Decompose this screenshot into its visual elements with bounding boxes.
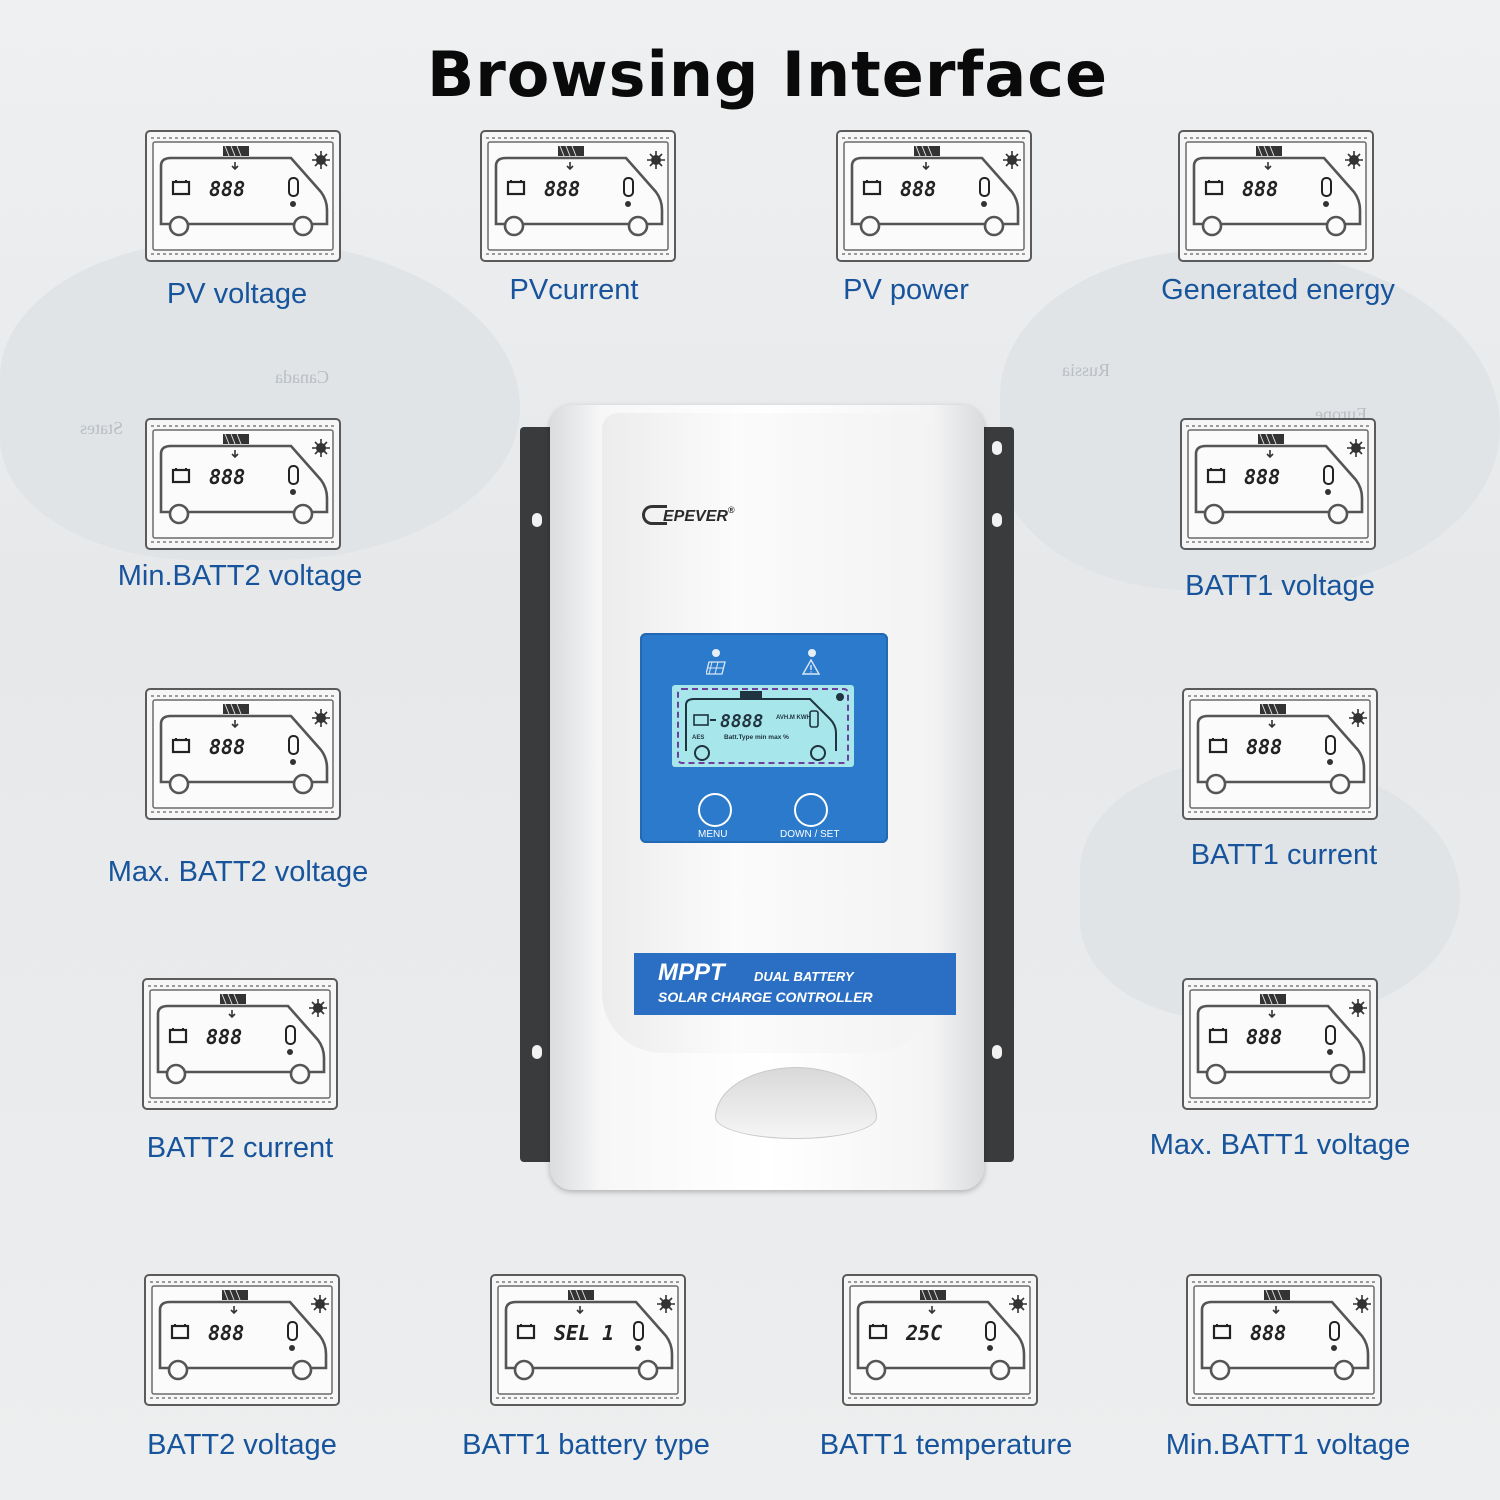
lcd-screen-preview: 888 [145,418,341,550]
screen-readout: 888 [208,1321,244,1345]
lcd-screen-preview: 888 [1182,688,1378,820]
lcd-screen-preview: 888 [145,688,341,820]
screen-label: BATT2 current [146,1132,334,1164]
screen-label: Min.BATT2 voltage [117,560,363,592]
mount-hole [992,1045,1002,1059]
screen-label: BATT1 battery type [462,1429,710,1461]
screen-readout: 888 [544,177,580,201]
mount-hole [992,441,1002,455]
fault-indicator-led [808,649,816,657]
solar-panel-icon [706,661,726,675]
brand-logo: EPEVER® [642,505,735,526]
lcd-screen-preview: 888 [1180,418,1376,550]
lcd-screen-preview: 888 [1186,1274,1382,1406]
lcd-screen-preview: 888 [836,130,1032,262]
lcd-footer: Batt.Type min max % [724,734,789,741]
screen-readout: 888 [1246,1025,1282,1049]
page-title: Browsing Interface [426,38,1109,111]
mount-hole [532,513,542,527]
screen-label: Generated energy [1161,274,1395,306]
screen-readout: 888 [1246,735,1282,759]
down-set-button-label: DOWN / SET [780,829,840,840]
screen-label: PV voltage [166,278,308,310]
screen-readout: 888 [1250,1321,1286,1345]
map-label: Canada [275,367,329,387]
product-band: MPPT DUAL BATTERY SOLAR CHARGE CONTROLLE… [634,953,956,1015]
screen-readout: 888 [209,735,245,759]
lcd-screen-preview: 888 [1182,978,1378,1110]
screen-readout: 888 [1244,465,1280,489]
screen-readout: 888 [206,1025,242,1049]
down-set-button[interactable] [794,793,828,827]
screen-readout: 888 [209,465,245,489]
map-label: States [80,418,123,438]
pv-indicator-led [712,649,720,657]
controller-body: EPEVER® 8888 AVH.M KWH Batt.Type [550,405,984,1190]
map-label: Russia [1062,360,1111,380]
cover-grip [715,1067,877,1139]
mount-hole [532,1045,542,1059]
screen-label: PVcurrent [509,274,639,306]
menu-button-label: MENU [698,829,728,840]
lcd-screen-preview: 25C [842,1274,1038,1406]
lcd-screen-preview: SEL 1 [490,1274,686,1406]
lcd-screen-preview: 888 [142,978,338,1110]
screen-label: BATT2 voltage [147,1429,337,1461]
lcd-display: 8888 AVH.M KWH Batt.Type min max % AES [672,685,854,767]
lcd-screen-preview: 888 [145,130,341,262]
screen-label: Max. BATT1 voltage [1149,1129,1411,1161]
mount-hole [992,513,1002,527]
screen-label: BATT1 voltage [1185,570,1375,602]
screen-readout: 888 [1242,177,1278,201]
screen-readout: 25C [905,1321,942,1345]
screen-label: BATT1 temperature [819,1429,1073,1461]
lcd-screen-preview: 888 [1178,130,1374,262]
menu-button[interactable] [698,793,732,827]
screen-label: Max. BATT2 voltage [107,856,369,888]
screen-readout: 888 [900,177,936,201]
band-line2: SOLAR CHARGE CONTROLLER [658,989,873,1005]
screen-label: Min.BATT1 voltage [1165,1429,1411,1461]
band-title: MPPT [658,959,725,986]
control-panel: 8888 AVH.M KWH Batt.Type min max % AES M… [640,633,888,843]
band-subtitle: DUAL BATTERY [754,969,854,984]
screen-readout: 888 [209,177,245,201]
screen-label: BATT1 current [1190,839,1378,871]
lcd-screen-preview: 888 [144,1274,340,1406]
lcd-readout: 8888 [720,711,763,732]
warning-icon [802,659,820,675]
lcd-aes: AES [692,735,704,741]
lcd-screen-preview: 888 [480,130,676,262]
screen-readout: SEL 1 [554,1321,614,1345]
lcd-units: AVH.M KWH [776,715,811,721]
screen-label: PV power [843,274,969,306]
charge-controller: EPEVER® 8888 AVH.M KWH Batt.Type [520,405,1014,1190]
